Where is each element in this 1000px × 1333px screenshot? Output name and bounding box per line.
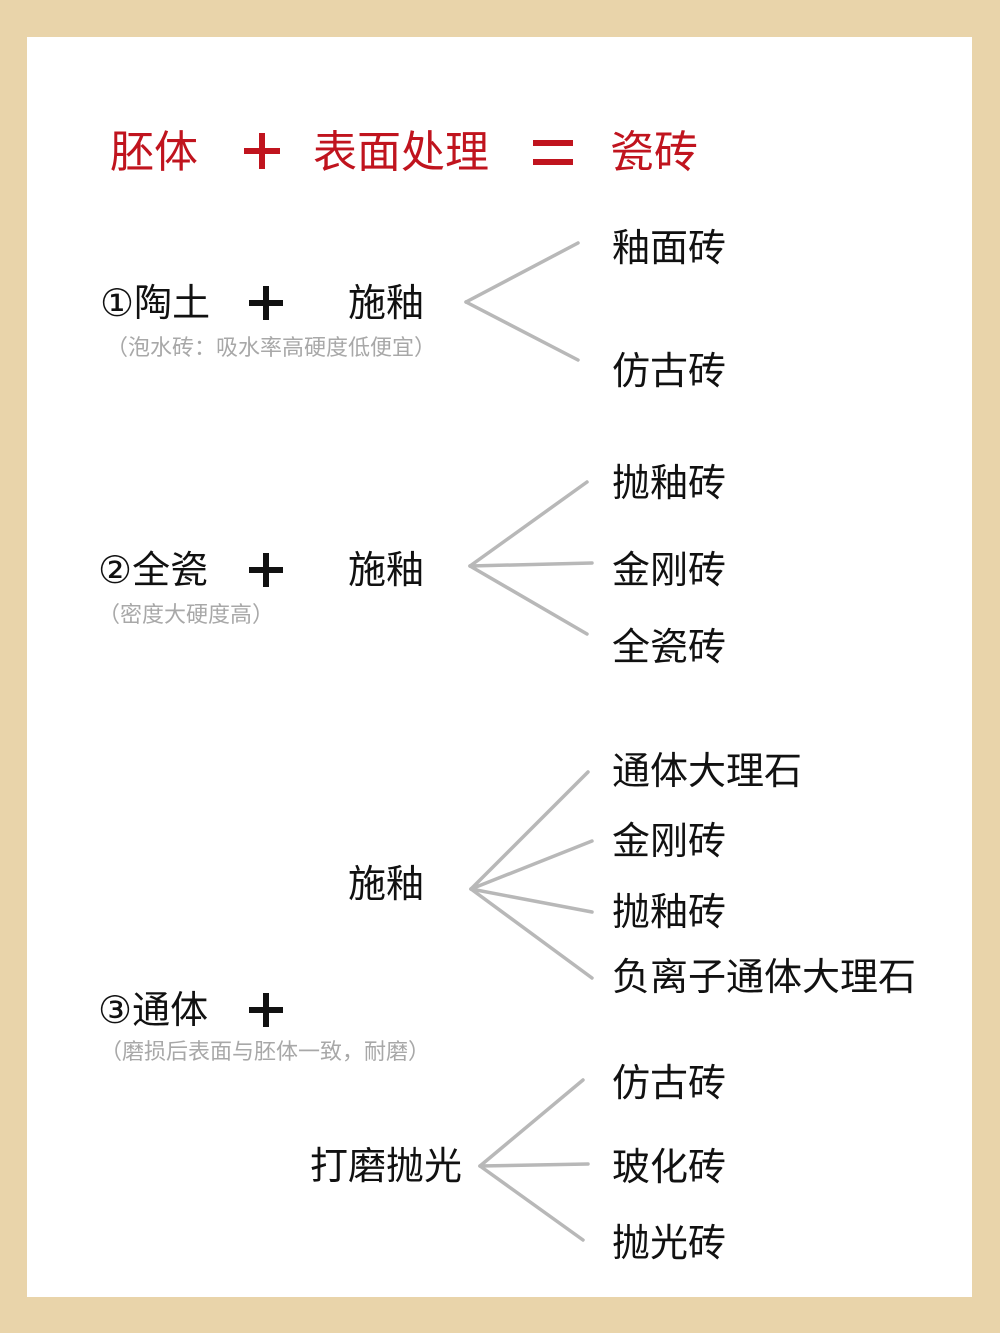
group2-note: （密度大硬度高） (98, 603, 275, 628)
group1-result: 仿古砖 (612, 349, 727, 393)
group2-result: 金刚砖 (612, 548, 727, 592)
group2-process: 施釉 (348, 548, 425, 592)
title-plus-icon (244, 133, 280, 169)
group3-glaze-result: 通体大理石 (612, 749, 803, 793)
title-tile: 瓷砖 (610, 127, 698, 178)
group2-result: 抛釉砖 (612, 461, 727, 505)
group3-process-polish: 打磨抛光 (310, 1144, 463, 1188)
group3-polish-result: 仿古砖 (612, 1061, 727, 1105)
group3-note: （磨损后表面与胚体一致，耐磨） (100, 1040, 431, 1065)
title-body: 胚体 (110, 127, 198, 178)
group3-label: ③通体 (98, 988, 209, 1032)
group3-glaze-result: 抛釉砖 (612, 890, 727, 934)
group2-label: ②全瓷 (98, 548, 209, 592)
group3-plus-icon (249, 993, 283, 1027)
group1-plus-icon (249, 286, 283, 320)
title-equals-icon (533, 140, 573, 165)
title-surface-treatment: 表面处理 (313, 127, 489, 178)
group2-plus-icon (249, 553, 283, 587)
group3-polish-result: 玻化砖 (612, 1145, 727, 1189)
group3-glaze-result: 负离子通体大理石 (612, 955, 917, 999)
group3-polish-result: 抛光砖 (612, 1221, 727, 1265)
group3-process-glaze: 施釉 (348, 862, 425, 906)
group1-process: 施釉 (348, 281, 425, 325)
group1-label: ①陶土 (100, 281, 211, 325)
group3-glaze-result: 金刚砖 (612, 819, 727, 863)
group1-result: 釉面砖 (612, 226, 727, 270)
group1-note: （泡水砖：吸水率高硬度低便宜） (106, 336, 437, 361)
diagram-panel (27, 37, 972, 1297)
group2-result: 全瓷砖 (612, 625, 727, 669)
